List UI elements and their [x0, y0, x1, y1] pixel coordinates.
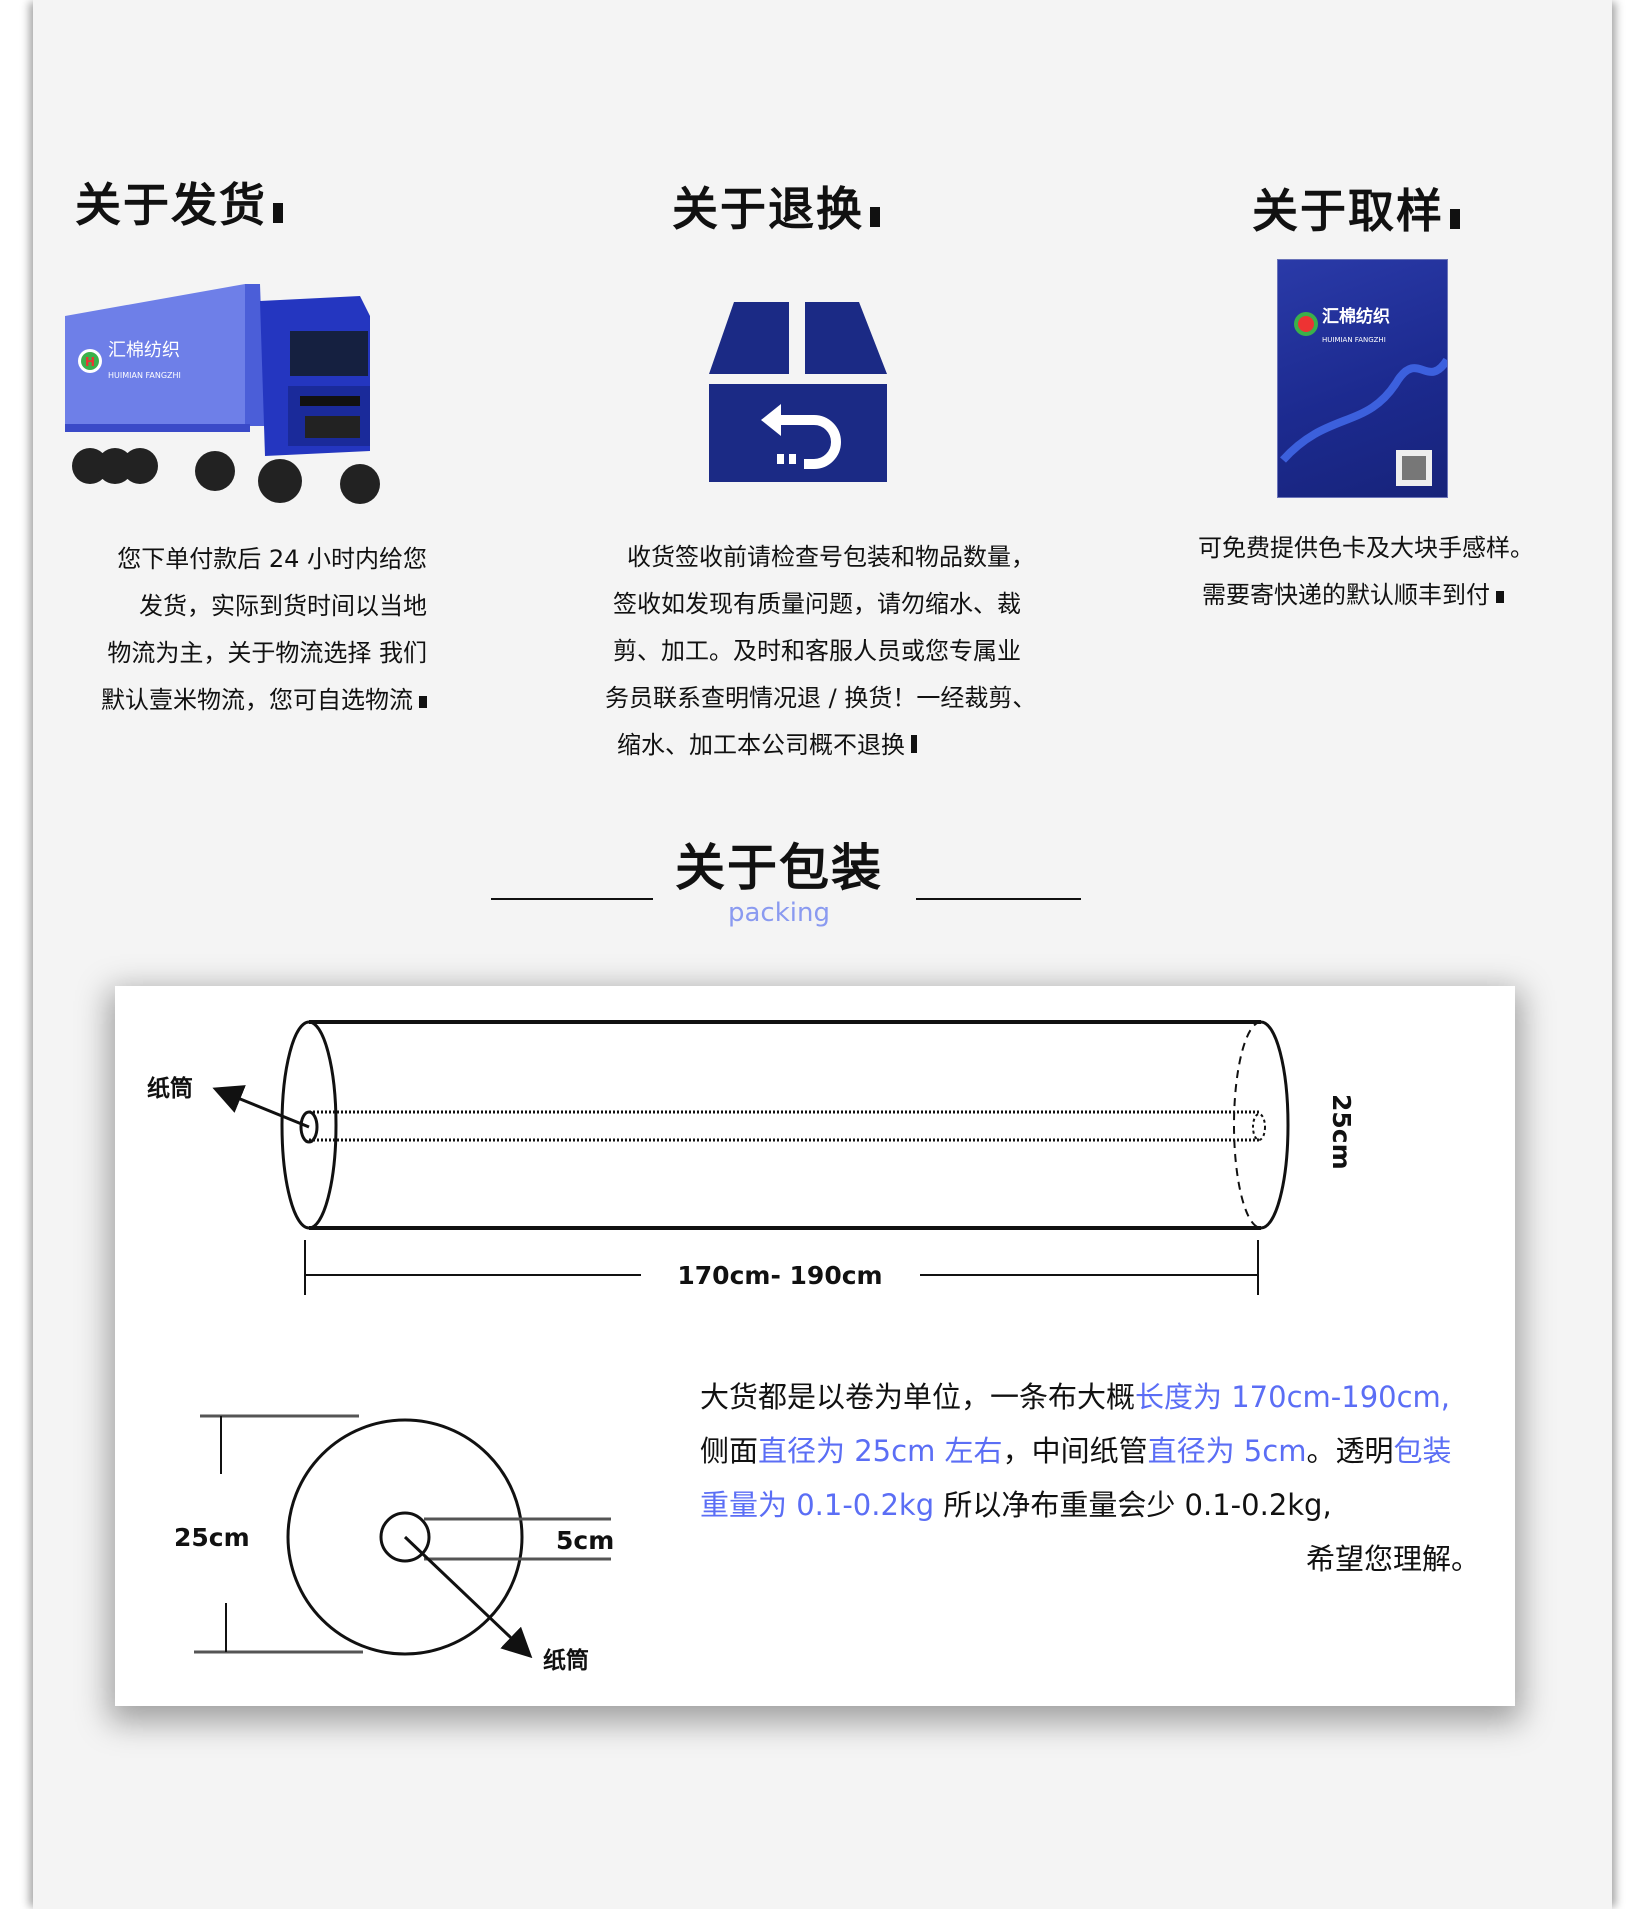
bullet-mark	[419, 696, 427, 708]
truck-image: H 汇棉纺织 HUIMIAN FANGZHI	[65, 284, 380, 504]
packing-description: 大货都是以卷为单位，一条布大概长度为 170cm-190cm, 侧面直径为 25…	[700, 1370, 1490, 1586]
sample-card-image: 汇棉纺织 HUIMIAN FANGZHI	[1277, 259, 1451, 498]
return-box-icon	[709, 302, 887, 482]
desc-text: 大货都是以卷为单位，一条布大概	[700, 1380, 1136, 1414]
diameter-label-side: 25cm	[1327, 1094, 1356, 1170]
samples-line: 可免费提供色卡及大块手感样。	[1198, 534, 1534, 562]
desc-highlight: 包装	[1393, 1434, 1452, 1468]
tube-label: 纸筒	[147, 1075, 193, 1102]
returns-title-text: 关于退换	[672, 182, 864, 236]
desc-highlight: 重量为 0.1-0.2kg	[700, 1488, 935, 1522]
samples-title-text: 关于取样	[1252, 184, 1444, 238]
bullet-mark	[1496, 591, 1504, 603]
desc-text: 所以净布重量会少 0.1-0.2kg,	[934, 1488, 1332, 1522]
desc-closing: 希望您理解。	[1305, 1542, 1480, 1576]
shipping-line: 默认壹米物流，您可自选物流	[101, 686, 413, 714]
tube-arrow	[212, 1085, 310, 1129]
desc-line: 侧面直径为 25cm 左右，中间纸管直径为 5cm。透明包装	[700, 1424, 1490, 1478]
returns-line: 签收如发现有质量问题，请勿缩水、裁	[613, 590, 1021, 618]
length-label: 170cm- 190cm	[677, 1261, 882, 1290]
bullet-mark	[911, 735, 917, 753]
roll-right-hidden	[1233, 1021, 1262, 1229]
samples-title: 关于取样	[1252, 184, 1460, 238]
returns-line: 缩水、加工本公司概不退换	[617, 731, 905, 759]
core-end	[299, 1110, 319, 1144]
bullet-mark	[870, 207, 880, 227]
desc-highlight: 直径为 25cm 左右	[758, 1434, 1003, 1468]
truck-brand-en: HUIMIAN FANGZHI	[108, 371, 181, 380]
diameter-label: 25cm	[174, 1523, 250, 1552]
desc-highlight: 长度为 170cm-190cm,	[1135, 1380, 1451, 1414]
returns-text: 收货签收前请检查号包装和物品数量， 签收如发现有质量问题，请勿缩水、裁 剪、加工…	[605, 534, 1075, 769]
bullet-mark	[1450, 209, 1460, 229]
divider-left	[491, 898, 653, 900]
samples-text: 可免费提供色卡及大块手感样。 需要寄快递的默认顺丰到付	[1198, 525, 1534, 619]
shipping-title: 关于发货	[75, 178, 283, 232]
roll-right-end	[1260, 1020, 1290, 1230]
packing-title: 关于包装	[675, 839, 883, 897]
truck-brand-cn: 汇棉纺织	[108, 340, 180, 361]
shipping-title-text: 关于发货	[75, 178, 267, 232]
desc-text: 。透明	[1306, 1434, 1394, 1468]
shipping-text: 您下单付款后 24 小时内给您 发货，实际到货时间以当地 物流为主，关于物流选择…	[101, 536, 427, 724]
returns-line: 剪、加工。及时和客服人员或您专属业	[613, 637, 1021, 665]
roll-left-end	[280, 1020, 338, 1230]
shipping-line: 您下单付款后 24 小时内给您	[117, 545, 427, 573]
returns-title: 关于退换	[672, 182, 880, 236]
core-label: 5cm	[556, 1526, 614, 1555]
packing-subtitle: packing	[728, 898, 830, 928]
desc-line: 大货都是以卷为单位，一条布大概长度为 170cm-190cm,	[700, 1370, 1490, 1424]
divider-right	[916, 898, 1081, 900]
svg-text:H: H	[85, 355, 95, 369]
core-cross-section	[379, 1511, 431, 1563]
core-arrow	[403, 1535, 533, 1659]
returns-line: 务员联系查明情况退 / 换货！一经裁剪、	[605, 684, 1037, 712]
roll-cross-section	[286, 1418, 524, 1656]
card-brand-en: HUIMIAN FANGZHI	[1322, 336, 1386, 344]
shipping-line: 物流为主，关于物流选择 我们	[107, 639, 427, 667]
desc-text: ，中间纸管	[1002, 1434, 1148, 1468]
desc-line: 重量为 0.1-0.2kg 所以净布重量会少 0.1-0.2kg,	[700, 1478, 1490, 1532]
samples-line: 需要寄快递的默认顺丰到付	[1202, 581, 1490, 609]
returns-line: 收货签收前请检查号包装和物品数量，	[627, 543, 1035, 571]
shipping-line: 发货，实际到货时间以当地	[139, 592, 427, 620]
packing-diagram-panel	[115, 986, 1515, 1706]
desc-highlight: 直径为 5cm	[1147, 1434, 1307, 1468]
desc-text: 侧面	[700, 1434, 759, 1468]
bullet-mark	[273, 203, 283, 223]
core-tube-label: 纸筒	[543, 1647, 589, 1674]
core-far-end	[1252, 1113, 1266, 1141]
card-brand-cn: 汇棉纺织	[1322, 306, 1390, 327]
